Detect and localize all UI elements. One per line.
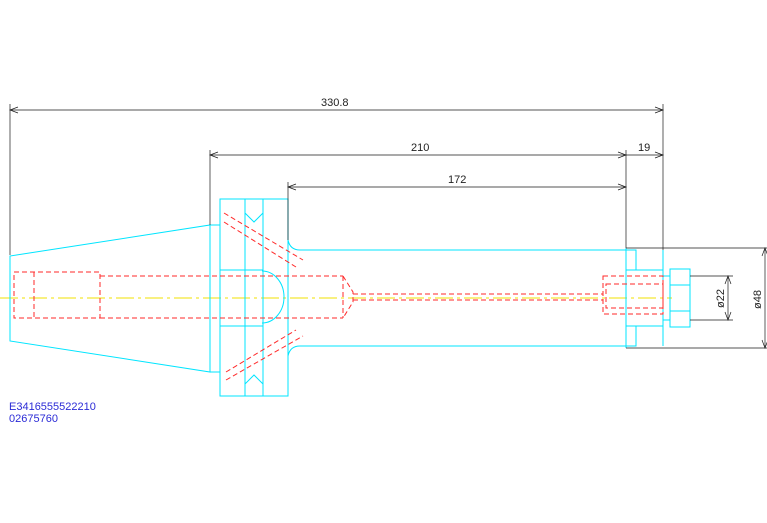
dim-diameter-22: ø22 bbox=[715, 289, 727, 308]
dim-diameter-48: ø48 bbox=[752, 290, 764, 309]
dim-length-172: 172 bbox=[448, 174, 466, 186]
part-code-line1: E3416555522210 bbox=[9, 401, 96, 413]
hidden-lines bbox=[13, 212, 664, 381]
dim-overall-length: 330.8 bbox=[321, 97, 349, 109]
part-outline bbox=[9, 198, 691, 397]
part-code-line2: 02675760 bbox=[9, 413, 58, 425]
dim-length-19: 19 bbox=[638, 142, 650, 154]
dim-length-210: 210 bbox=[411, 142, 429, 154]
dimension-lines bbox=[9, 104, 767, 349]
